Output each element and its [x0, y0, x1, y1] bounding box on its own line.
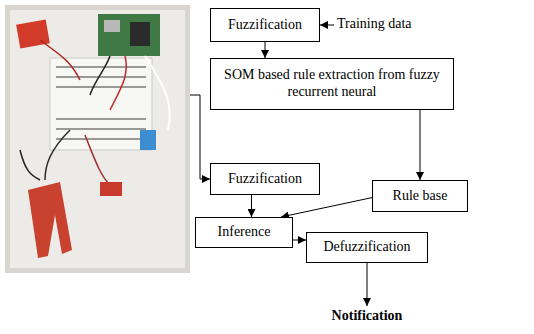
sensor-module — [140, 130, 156, 150]
input-label: Training data — [337, 16, 412, 33]
wire — [20, 150, 40, 180]
breadboard-holes — [56, 66, 146, 140]
output-label: Notification — [332, 308, 403, 325]
flow-arrow — [265, 42, 266, 58]
process-box: Fuzzification — [210, 163, 320, 195]
process-box: Fuzzification — [210, 8, 320, 42]
box-text: Fuzzification — [228, 17, 302, 34]
flow-arrow — [293, 240, 306, 241]
process-box: Rule base — [372, 180, 468, 212]
box-text: SOM based rule extraction from fuzzy rec… — [217, 67, 447, 101]
process-box: Inference — [195, 217, 293, 248]
process-box: Defuzzification — [306, 232, 428, 263]
output-arrow — [367, 263, 368, 306]
flow-arrow — [281, 198, 372, 217]
process-box: SOM based rule extraction from fuzzy rec… — [210, 58, 454, 110]
photo-ground — [10, 10, 185, 268]
chip — [130, 22, 150, 46]
wire — [45, 130, 70, 180]
sensor-module — [100, 182, 122, 196]
hardware-photo — [5, 5, 190, 273]
soil-moisture-probe — [28, 182, 72, 258]
breadboard — [50, 58, 152, 150]
photo-frame — [5, 5, 190, 273]
flow-arrow — [251, 195, 252, 217]
chip — [104, 20, 120, 32]
box-text: Rule base — [393, 188, 448, 205]
input-arrow — [320, 25, 334, 26]
wire — [90, 56, 110, 95]
raspberry-pi-board — [98, 14, 160, 56]
usb-cable — [145, 56, 170, 130]
box-text: Fuzzification — [228, 171, 302, 188]
box-text: Inference — [218, 224, 271, 241]
wire — [110, 56, 126, 110]
flow-arrow — [420, 110, 421, 180]
photo-leader — [190, 95, 210, 179]
wire — [85, 135, 110, 185]
wire — [40, 40, 80, 80]
box-text: Defuzzification — [323, 239, 410, 256]
